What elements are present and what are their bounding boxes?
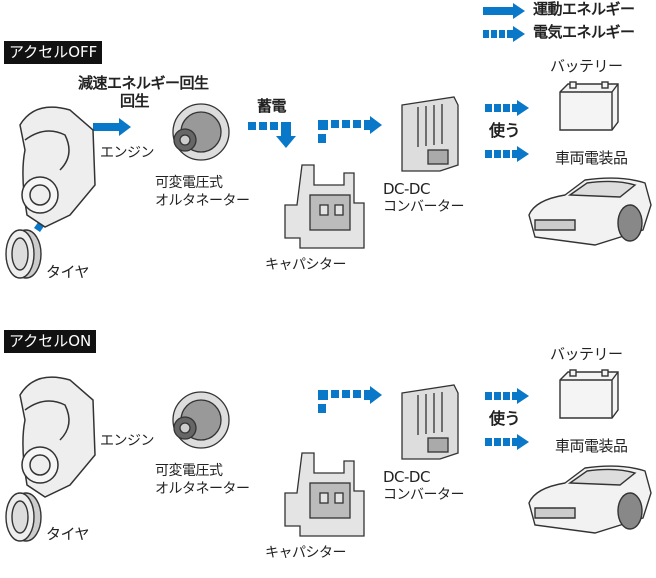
engine-label: エンジン	[100, 433, 155, 449]
capacitor-icon	[284, 452, 365, 537]
to-electrics-arrow-icon	[485, 434, 529, 450]
accel-off-section: アクセルOFF 減速エネルギー回生 回生 蓄電 エンジン 可変電圧式 オルタネー…	[4, 41, 652, 281]
to-battery-arrow-icon	[485, 388, 529, 404]
accel-on-section: アクセルON エンジン 可変電圧式 オルタネーター キャパシター DC-DC コ…	[0, 288, 656, 578]
tire-label: タイヤ	[46, 525, 90, 543]
car-icon	[528, 177, 652, 246]
car-icon	[528, 465, 652, 534]
engine-icon	[19, 376, 96, 498]
tire-icon	[5, 229, 42, 279]
electric-energy-arrow-icon	[483, 26, 525, 42]
dcdc-label-2: コンバーター	[383, 487, 465, 503]
use-label: 使う	[489, 121, 521, 140]
legend-kinetic: 運動エネルギー	[533, 0, 635, 18]
store-arrow-icon	[248, 122, 296, 148]
dcdc-converter-icon	[401, 96, 459, 172]
to-battery-arrow-icon	[485, 100, 529, 116]
battery-label: バッテリー	[550, 345, 623, 363]
tire-label: タイヤ	[46, 263, 90, 281]
regen-label: 減速エネルギー回生	[78, 74, 209, 92]
engine-icon	[19, 106, 96, 228]
capacitor-to-dcdc-arrow-icon	[318, 116, 382, 143]
to-electrics-arrow-icon	[485, 146, 529, 162]
battery-label: バッテリー	[550, 57, 623, 75]
dcdc-label-1: DC-DC	[383, 468, 430, 486]
tire-icon	[5, 492, 42, 542]
alternator-label-1: 可変電圧式	[155, 463, 223, 479]
legend-electric: 電気エネルギー	[533, 23, 635, 41]
capacitor-label: キャパシター	[265, 257, 347, 273]
electrics-label: 車両電装品	[555, 149, 628, 167]
dcdc-label-1: DC-DC	[383, 180, 430, 198]
dcdc-converter-icon	[401, 384, 459, 460]
engine-label: エンジン	[100, 145, 155, 161]
store-label: 蓄電	[257, 97, 287, 115]
alternator-label-1: 可変電圧式	[155, 175, 223, 191]
mode-badge: アクセルOFF	[4, 41, 103, 64]
alternator-label-2: オルタネーター	[155, 481, 250, 497]
kinetic-energy-arrow-icon	[483, 3, 525, 19]
mode-badge: アクセルON	[4, 330, 97, 353]
battery-icon	[559, 81, 619, 131]
battery-icon	[559, 369, 619, 419]
regen-label-2: 回生	[120, 92, 150, 110]
use-label: 使う	[489, 409, 521, 428]
electrics-label: 車両電装品	[555, 437, 628, 455]
dcdc-label-2: コンバーター	[383, 199, 465, 215]
alternator-icon	[172, 391, 230, 449]
engine-to-alternator-arrow-icon	[93, 118, 131, 136]
alternator-label-2: オルタネーター	[155, 193, 250, 209]
capacitor-icon	[284, 164, 365, 249]
alternator-icon	[172, 103, 230, 161]
capacitor-to-dcdc-arrow-icon	[318, 386, 382, 413]
